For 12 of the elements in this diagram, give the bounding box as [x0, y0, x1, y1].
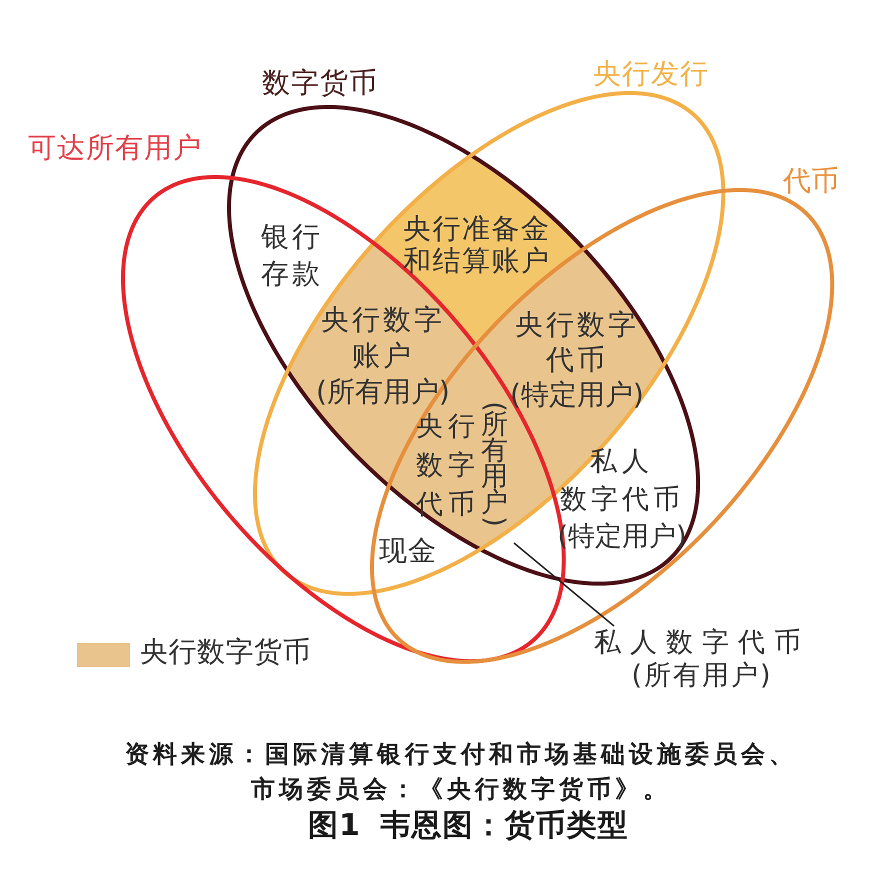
callout-label: 私人数字代币(所有用户) — [594, 626, 810, 692]
source-note: 资料来源：国际清算银行支付和市场基础设施委员会、市场委员会：《央行数字货币》。 — [125, 739, 797, 805]
region-label: 现金 — [379, 535, 437, 567]
set-label: 可达所有用户 — [28, 131, 202, 165]
legend-label: 央行数字货币 — [140, 635, 311, 669]
set-label: 数字货币 — [262, 66, 378, 100]
region-label: 央行数字代币(特定用户) — [510, 307, 644, 412]
set-label: 央行发行 — [592, 57, 709, 91]
region-label: 银行存款 — [261, 219, 323, 292]
figure-caption: 图1 韦恩图：货币类型 — [308, 808, 628, 844]
region-label: 央行准备金和结算账户 — [403, 213, 550, 277]
set-label: 代币 — [782, 164, 839, 198]
